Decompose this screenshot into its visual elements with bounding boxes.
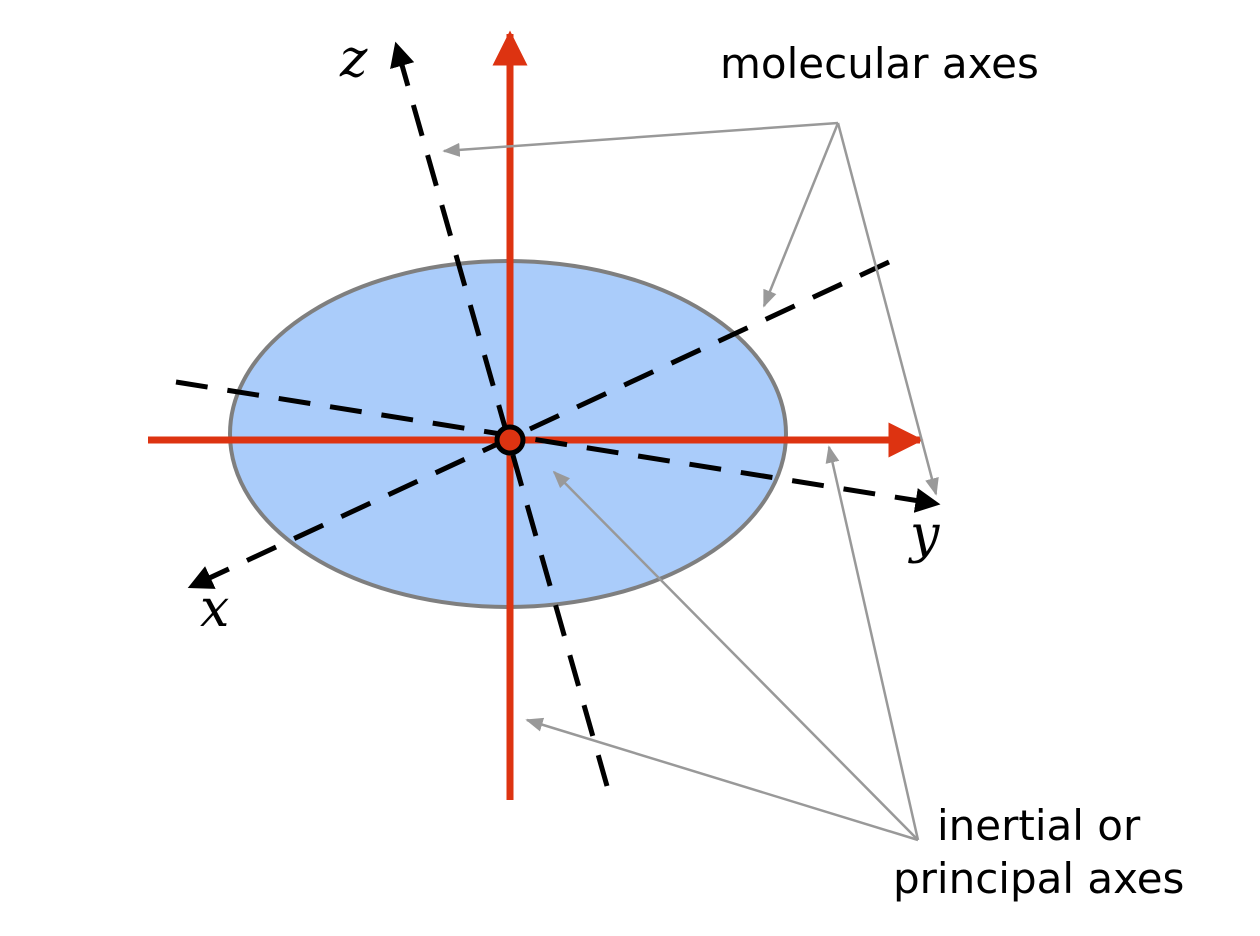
molecular-axis-y xyxy=(175,379,941,513)
pointer-to-y-axis xyxy=(836,122,939,496)
axis-label-x: x xyxy=(200,579,229,639)
pointer-to-x-axis xyxy=(762,122,840,308)
molecular-axes-pointers xyxy=(442,121,939,496)
molecular-axis-z xyxy=(390,41,610,787)
molecular-axes xyxy=(175,41,941,787)
inertial-label-line2: principal axes xyxy=(893,854,1184,903)
axis-label-z: z xyxy=(339,29,368,89)
axis-label-y: y xyxy=(908,505,940,565)
pointer-to-horizontal-principal xyxy=(825,445,920,841)
pointer-to-vertical-principal xyxy=(525,717,919,842)
origin-point xyxy=(494,424,526,456)
pointer-to-center xyxy=(552,470,919,841)
molecular-axis-x xyxy=(187,259,891,590)
principal-axes-pointers xyxy=(525,445,920,842)
molecular-axes-label: molecular axes xyxy=(720,39,1039,88)
inertial-label-line1: inertial or xyxy=(937,801,1141,850)
principal-axes xyxy=(148,30,924,800)
pointer-to-z-axis xyxy=(442,121,839,157)
